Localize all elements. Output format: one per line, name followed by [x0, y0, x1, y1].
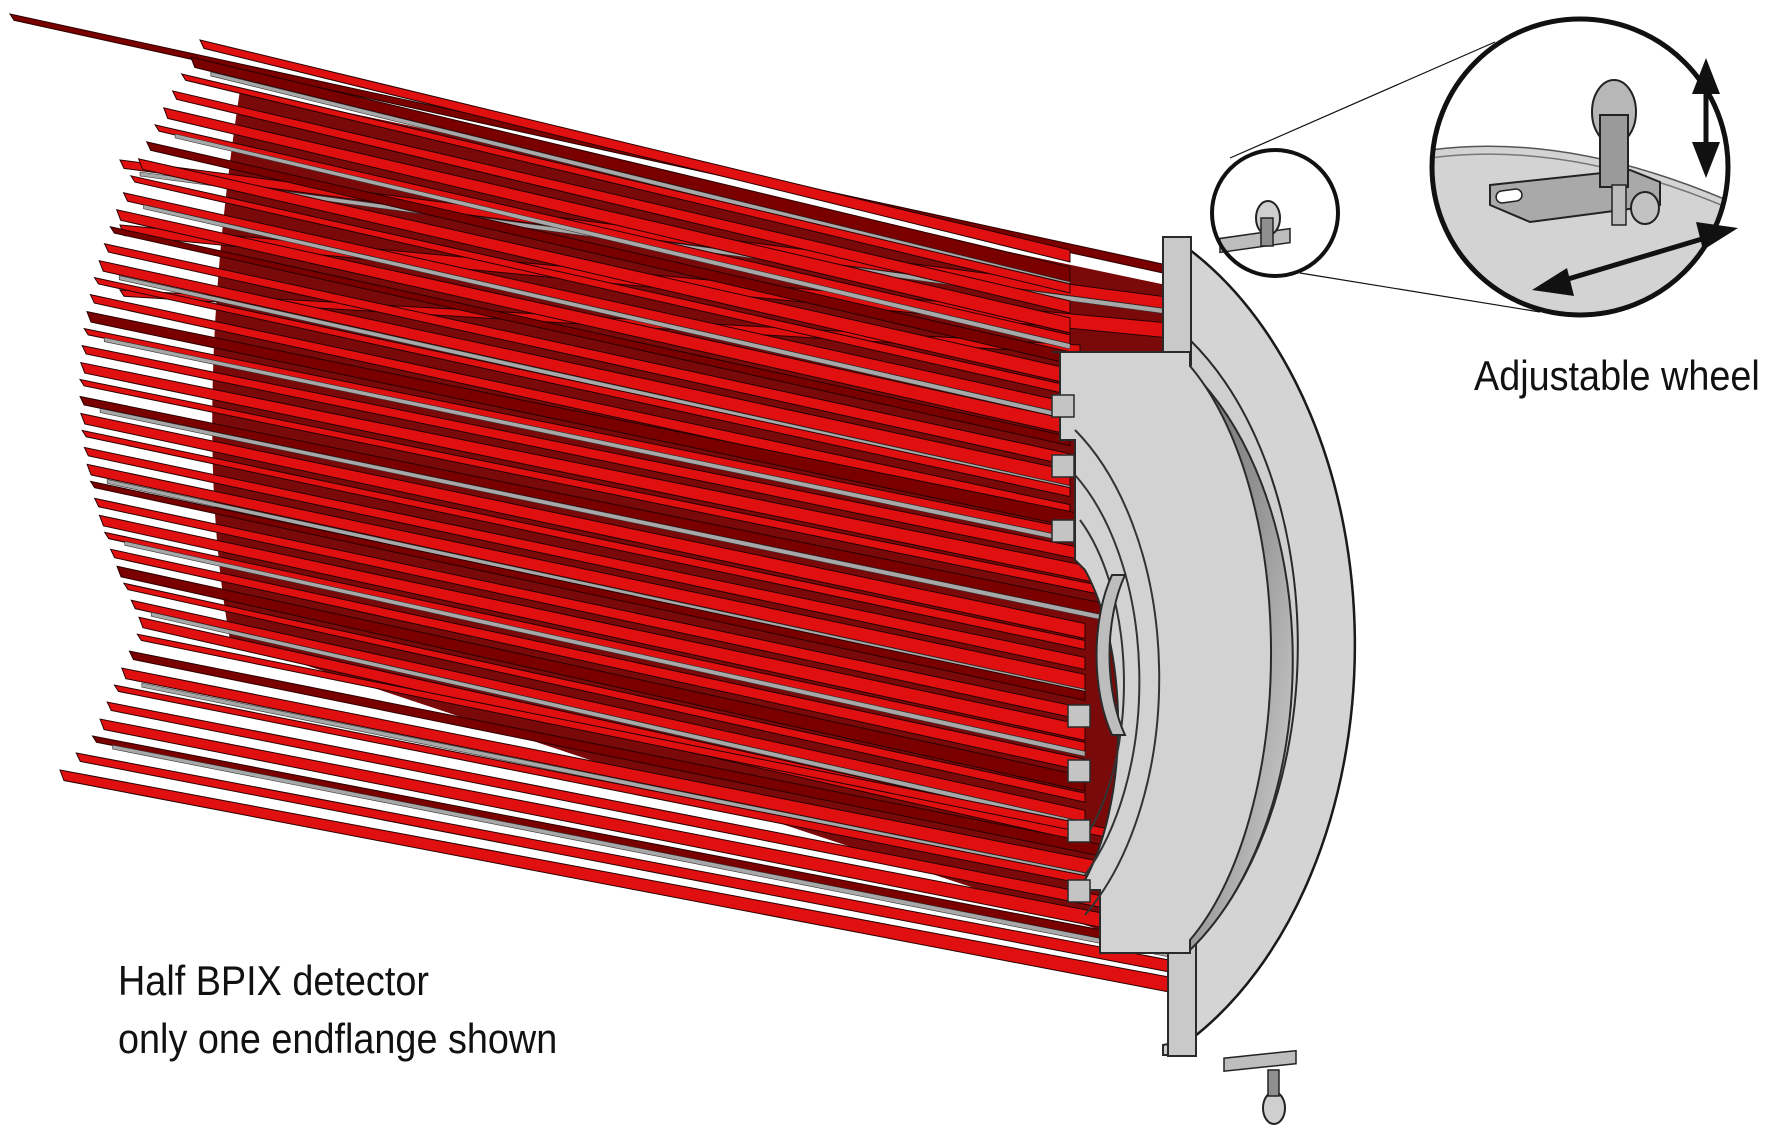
callout-line-bottom	[1299, 272, 1541, 313]
flange-notches	[1051, 394, 1091, 903]
end-flange	[1051, 236, 1357, 1057]
flange-notch	[1067, 819, 1091, 843]
zoom-slot	[1495, 188, 1523, 204]
beam-pipe-cutout	[1095, 574, 1127, 736]
wheel-fork	[1267, 1069, 1280, 1097]
wheel-bracket	[1223, 1049, 1297, 1073]
flange-notch	[1067, 879, 1091, 903]
ladder-gap-strip	[124, 540, 1086, 757]
zoom-fork	[1599, 114, 1629, 188]
zoom-post	[1611, 184, 1627, 226]
inner-ring-3	[1079, 519, 1125, 831]
wheel-bracket	[1219, 227, 1291, 254]
ladder-strip	[89, 480, 1086, 702]
ladder-strip	[162, 107, 1071, 334]
ladder-strip	[83, 446, 1086, 671]
ladder-strip	[80, 412, 1086, 640]
ladder-strip	[98, 514, 1086, 741]
zoom-flange-rim	[1432, 153, 1728, 223]
flange-notch	[1051, 454, 1075, 478]
inner-ring-2	[1074, 474, 1141, 876]
ladder-strip	[109, 225, 1071, 447]
wheel-icon	[1262, 1091, 1286, 1125]
adjustable-wheel-label: Adjustable wheel	[1474, 352, 1760, 399]
flange-notch	[1051, 519, 1075, 543]
ladder-strip	[180, 73, 1071, 294]
double-arrow-diagonal-icon	[1532, 222, 1738, 296]
inner-disk	[1052, 351, 1273, 954]
callout-small-circle	[1210, 148, 1340, 278]
ladder-strip	[81, 429, 1086, 651]
flange-notch	[1051, 394, 1075, 418]
flange-notch	[1067, 704, 1091, 728]
ladder-barrel	[8, 13, 1191, 996]
flange-rim	[1189, 249, 1357, 1041]
zoom-clamp	[1630, 191, 1660, 225]
caption-line-2: only one endflange shown	[118, 1015, 558, 1062]
ladder-strip	[122, 582, 1086, 803]
flange-tab-bottom	[1167, 943, 1197, 1057]
caption-line-1: Half BPIX detector	[118, 957, 429, 1004]
wheel-assembly-bottom	[1223, 1049, 1297, 1125]
inner-ring-1	[1074, 429, 1161, 916]
zoom-inset	[1429, 16, 1738, 318]
flange-notch	[1067, 759, 1091, 783]
double-arrow-vertical-icon	[1692, 58, 1720, 178]
ladder-strip	[93, 276, 1071, 498]
wheel-fork	[1260, 217, 1274, 247]
diagram-caption: Half BPIX detector only one endflange sh…	[118, 952, 557, 1068]
flange-tab-top	[1162, 236, 1192, 366]
ladder-strip	[171, 90, 1071, 314]
ladder-gap-strip	[174, 133, 1071, 350]
ladder-strip	[116, 565, 1086, 792]
ladder-strip	[199, 39, 1071, 263]
callout-line-top	[1229, 41, 1496, 159]
wheel-assembly-top	[1219, 200, 1291, 254]
